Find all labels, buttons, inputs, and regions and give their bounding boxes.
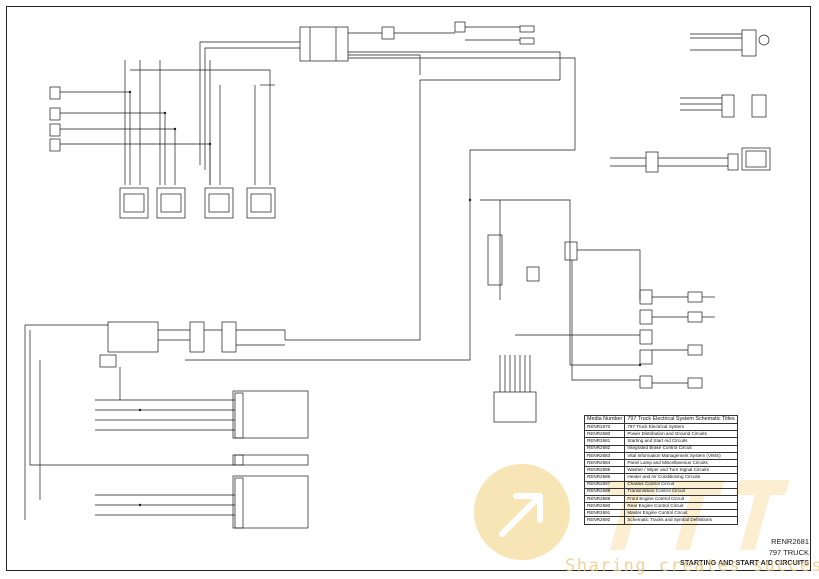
schematic-title-cell: Heater and Air Conditioning Circuits xyxy=(624,473,738,482)
media-number-cell: RENR2686 xyxy=(583,473,626,482)
arrow-up-right-circle-icon xyxy=(474,464,570,560)
schematic-title-cell: Schematic Tracks and Symbol Definitions xyxy=(624,516,738,525)
connector-right-stack xyxy=(564,241,578,261)
schematic-title-cell: Panel Lamp and Miscellaneous Circuits xyxy=(624,458,738,468)
header-media-number: Media Number xyxy=(583,415,626,424)
frame-box-3 xyxy=(232,475,309,529)
table-header-row: Media Number 797 Truck Electrical System… xyxy=(583,415,738,424)
schematic-title-cell: Rear Engine Control Circuit xyxy=(624,502,738,511)
watermark-text: Sharing creates success xyxy=(565,556,819,576)
connector-block-top-right-2 xyxy=(454,21,466,33)
media-number-cell: RENR2690 xyxy=(583,502,626,511)
schematic-title-cell: Integrated Brake Control Circuit xyxy=(624,444,738,453)
frame-box-1 xyxy=(232,390,309,439)
schematic-title-cell: Vital Information Management System (VIM… xyxy=(624,451,738,460)
connector-block-top xyxy=(299,26,349,62)
media-number-cell: RENR2688 xyxy=(583,487,626,496)
relay-box-1 xyxy=(49,86,61,100)
start-aid-module-4 xyxy=(246,187,276,219)
connector-block-mid-right xyxy=(645,151,659,173)
sensor-block-1 xyxy=(234,392,244,439)
connector-block-lower-mid-2 xyxy=(221,321,237,353)
sheet-title: STARTING AND START AID CIRCUITS xyxy=(680,558,809,567)
connector-block-lower-left xyxy=(107,321,159,353)
relay-box-4 xyxy=(49,138,61,152)
schematic-title-cell: Front Engine Control Circuit xyxy=(624,494,738,504)
heater-module-5 xyxy=(639,375,653,389)
switch-top-right xyxy=(741,29,757,57)
document-number: RENR2681 xyxy=(771,537,809,546)
media-number-cell: RENR2683 xyxy=(583,451,626,460)
connector-block-top-right xyxy=(381,26,395,40)
media-number-cell: RENR2670 xyxy=(583,422,626,432)
sensor-top-b xyxy=(519,37,535,45)
ground-block xyxy=(493,391,537,423)
media-number-cell: RENR2692 xyxy=(583,516,626,525)
ecm-left xyxy=(487,234,503,286)
sensor-block-3 xyxy=(234,477,244,529)
starter-solenoid xyxy=(741,147,771,171)
heater-module-2 xyxy=(639,309,653,325)
schematic-titles-table: Media Number 797 Truck Electrical System… xyxy=(583,415,738,525)
schematic-title-cell: 797 Truck Electrical System xyxy=(624,422,738,432)
start-aid-module-1 xyxy=(119,187,149,219)
media-number-cell: RENR2680 xyxy=(583,430,626,439)
schematic-title-cell: Master Engine Control Circuit xyxy=(624,509,738,518)
sensor-block-2 xyxy=(234,454,244,466)
drawing-border xyxy=(6,6,811,571)
media-number-cell: RENR2689 xyxy=(583,494,626,504)
media-number-cell: RENR2687 xyxy=(583,480,626,489)
truck-model: 797 TRUCK xyxy=(768,548,809,557)
connector-block-lower-mid xyxy=(189,321,205,353)
media-number-cell: RENR2684 xyxy=(583,458,626,468)
heater-module-4 xyxy=(639,349,653,365)
sensor-top-a xyxy=(519,25,535,33)
frame-box-2 xyxy=(232,454,309,466)
junction-block xyxy=(526,266,540,282)
heater-module-3 xyxy=(639,329,653,345)
schematic-title-cell: Transmission Control Circuit xyxy=(624,487,738,496)
relay-box-3 xyxy=(49,123,61,137)
media-number-cell: RENR2685 xyxy=(583,466,626,475)
relay-right-mid xyxy=(721,94,735,118)
schematic-title-cell: Power Distribution and Ground Circuits xyxy=(624,430,738,439)
media-number-cell: RENR2682 xyxy=(583,444,626,453)
start-aid-module-3 xyxy=(204,187,234,219)
media-number-cell: RENR2691 xyxy=(583,509,626,518)
schematic-title-cell: Starting and Start Aid Circuits xyxy=(624,437,738,446)
relay-box-2 xyxy=(49,107,61,121)
media-number-cell: RENR2681 xyxy=(583,437,626,446)
schematic-title-cell: Chassis Control Circuit xyxy=(624,480,738,489)
schematic-title-cell: Washer / Wiper and Turn Signal Circuits xyxy=(624,466,738,475)
heater-module-1 xyxy=(639,289,653,305)
header-schematic-titles: 797 Truck Electrical System Schematic Ti… xyxy=(624,415,738,424)
start-aid-module-2 xyxy=(156,187,186,219)
